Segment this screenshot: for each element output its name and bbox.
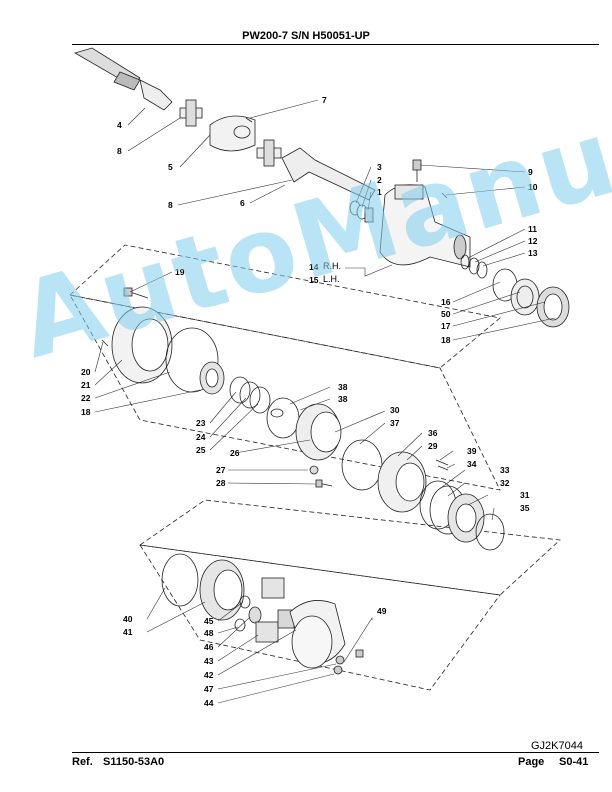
callout-41: 41	[123, 627, 133, 637]
callout-43: 43	[204, 656, 214, 666]
axle-shaft	[281, 147, 376, 201]
snap-ring	[161, 553, 199, 607]
callout-8: 8	[168, 200, 173, 210]
header-rule	[72, 44, 599, 45]
callout-33: 33	[500, 465, 510, 475]
callout-4: 4	[117, 120, 122, 130]
callout-24: 24	[196, 432, 206, 442]
lh-label: L.H.	[323, 274, 340, 284]
callout-30: 30	[390, 405, 400, 415]
spider-joint-lower	[256, 139, 282, 167]
callout-38: 38	[338, 394, 348, 404]
callout-5: 5	[168, 162, 173, 172]
callout-48: 48	[204, 628, 214, 638]
callout-10: 10	[528, 182, 538, 192]
callout-27: 27	[216, 465, 226, 475]
callout-12: 12	[528, 236, 538, 246]
center-yoke	[209, 115, 256, 152]
footer-rule	[72, 752, 599, 753]
callout-3: 3	[377, 162, 382, 172]
callout-17: 17	[441, 321, 451, 331]
callout-2: 2	[377, 175, 382, 185]
callout-34: 34	[467, 459, 477, 469]
callout-16: 16	[441, 297, 451, 307]
callout-13: 13	[528, 248, 538, 258]
callout-39: 39	[467, 446, 477, 456]
callout-15: 15	[309, 275, 319, 285]
callout-50: 50	[441, 309, 451, 319]
callout-18: 18	[441, 335, 451, 345]
rh-label: R.H.	[323, 261, 341, 271]
callout-47: 47	[204, 684, 214, 694]
ref-label: Ref.	[72, 756, 93, 768]
callout-38: 38	[338, 382, 348, 392]
callout-28: 28	[216, 478, 226, 488]
callout-26: 26	[230, 448, 240, 458]
callout-14: 14	[309, 262, 319, 272]
page-title: PW200-7 S/N H50051-UP	[242, 30, 370, 42]
callout-31: 31	[520, 490, 530, 500]
callout-49: 49	[377, 606, 387, 616]
page-number: S0-41	[559, 756, 589, 768]
callout-1: 1	[377, 187, 382, 197]
callout-25: 25	[196, 445, 206, 455]
callout-8: 8	[117, 146, 122, 156]
callout-20: 20	[81, 367, 91, 377]
figure-code: GJ2K7044	[531, 740, 583, 752]
callout-44: 44	[204, 698, 214, 708]
callout-22: 22	[81, 393, 91, 403]
callout-21: 21	[81, 380, 91, 390]
callout-37: 37	[390, 418, 400, 428]
callout-46: 46	[204, 642, 214, 652]
callout-40: 40	[123, 614, 133, 624]
callout-18: 18	[81, 407, 91, 417]
callout-35: 35	[520, 503, 530, 513]
page-label: Page	[518, 756, 545, 768]
callout-19: 19	[175, 267, 185, 277]
spider-joint-upper	[179, 99, 203, 127]
callout-36: 36	[428, 428, 438, 438]
callout-45: 45	[204, 616, 214, 626]
callout-7: 7	[322, 95, 327, 105]
callout-6: 6	[240, 198, 245, 208]
callout-9: 9	[528, 167, 533, 177]
ref-value: S1150-53A0	[103, 756, 165, 768]
dashed-envelope-lower	[138, 499, 561, 596]
callout-11: 11	[528, 224, 537, 234]
callout-29: 29	[428, 441, 438, 451]
callout-32: 32	[500, 478, 510, 488]
callout-23: 23	[196, 418, 206, 428]
callout-42: 42	[204, 670, 214, 680]
